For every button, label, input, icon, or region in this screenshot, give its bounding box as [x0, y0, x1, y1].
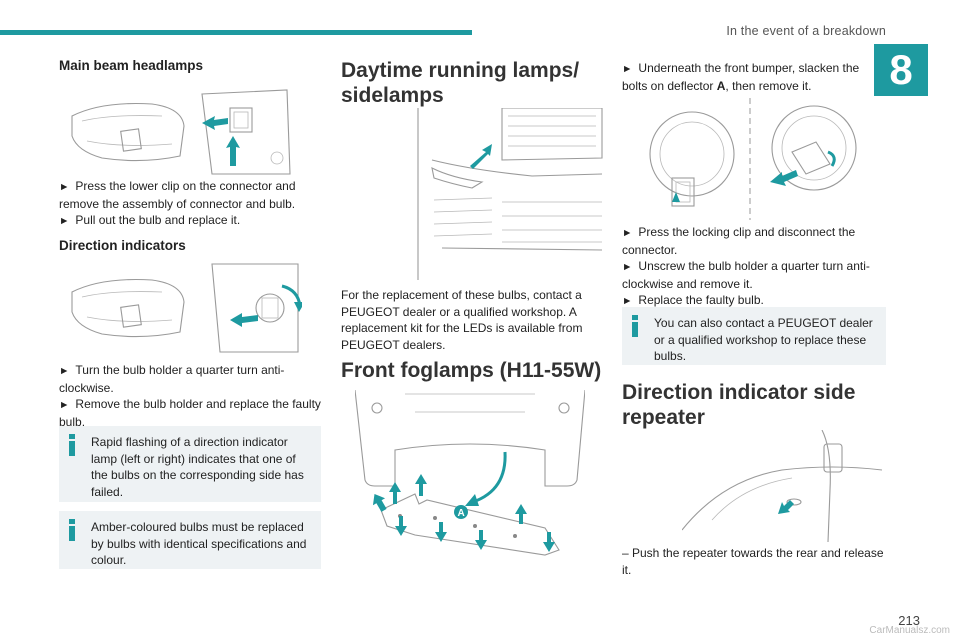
info-icon [69, 434, 75, 456]
header-accent-bar [0, 30, 472, 35]
deflector-label-a: A [458, 508, 465, 519]
front-foglamps-heading: Front foglamps (H11-55W) [341, 359, 602, 382]
daytime-running-lamps-text: For the replacement of these bulbs, cont… [341, 288, 583, 352]
direction-indicators-heading: Direction indicators [59, 238, 186, 253]
section-title: In the event of a breakdown [726, 24, 886, 38]
main-beam-step-2: Pull out the bulb and replace it. [59, 212, 321, 230]
info-box-rapid-flashing: Rapid flashing of a direction indicator … [59, 426, 321, 502]
deflector-step-text-2: , then remove it. [725, 78, 812, 93]
info-amber-bulbs-text: Amber-coloured bulbs must be replaced by… [91, 520, 307, 567]
daytime-running-lamps-heading: Daytime running lamps/ sidelamps [341, 59, 580, 107]
side-repeater-illustration [682, 430, 883, 542]
deflector-step-text-1: Underneath the front bumper, slacken the… [622, 61, 860, 93]
main-beam-illustration [71, 89, 291, 175]
direction-indicators-steps: Turn the bulb holder a quarter turn anti… [59, 362, 321, 430]
direction-step-1: Turn the bulb holder a quarter turn anti… [59, 362, 321, 396]
watermark: CarManualsz.com [869, 625, 950, 636]
info-box-amber-bulbs: Amber-coloured bulbs must be replaced by… [59, 511, 321, 569]
main-beam-step-1: Press the lower clip on the connector an… [59, 178, 321, 212]
foglamp-step-2: Unscrew the bulb holder a quarter turn a… [622, 258, 886, 292]
deflector-step: Underneath the front bumper, slacken the… [622, 60, 886, 94]
info-contact-dealer-text: You can also contact a PEUGEOT dealer or… [654, 316, 873, 363]
deflector-step-bold: A [716, 78, 726, 93]
foglamp-bulb-illustration [649, 98, 857, 220]
side-repeater-heading: Direction indicator side repeater [622, 381, 856, 429]
foglamp-step-3: Replace the faulty bulb. [622, 292, 886, 310]
info-icon [69, 519, 75, 541]
foglamp-steps: Press the locking clip and disconnect th… [622, 224, 886, 310]
main-beam-heading: Main beam headlamps [59, 58, 204, 73]
info-box-contact-dealer: You can also contact a PEUGEOT dealer or… [622, 307, 886, 365]
daytime-running-lamps-illustration [417, 108, 603, 280]
column-left: Main beam headlamps [59, 52, 321, 79]
info-icon [632, 315, 638, 337]
side-repeater-text: – Push the repeater towards the rear and… [622, 546, 884, 577]
chapter-badge: 8 [874, 44, 928, 96]
info-rapid-flashing-text: Rapid flashing of a direction indicator … [91, 435, 304, 499]
direction-indicators-illustration [71, 263, 302, 353]
main-beam-steps: Press the lower clip on the connector an… [59, 178, 321, 230]
direction-step-2: Remove the bulb holder and replace the f… [59, 396, 321, 430]
foglamp-step-1: Press the locking clip and disconnect th… [622, 224, 886, 258]
page-number: 213 [898, 613, 920, 628]
front-foglamps-illustration: A [355, 390, 585, 556]
